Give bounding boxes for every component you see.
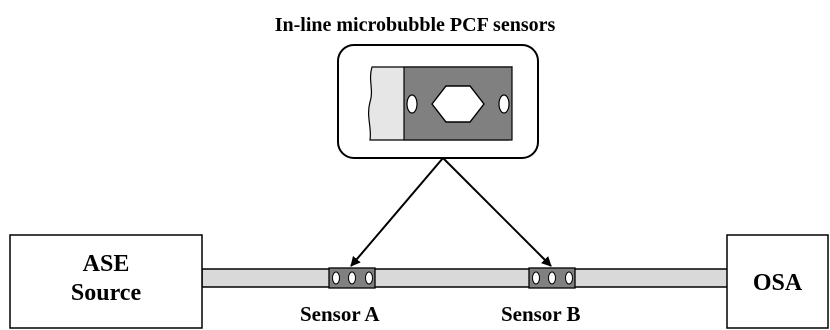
diagram-title: In-line microbubble PCF sensors [274,14,556,36]
sensor-b-element [528,267,576,289]
inset-microbubble [431,85,485,123]
arrow-to-sensor-b [442,157,552,267]
inset-right-hole [498,94,510,114]
sensor-b-label: Sensor B [501,302,581,326]
sensor-a-element [328,267,376,289]
sensor-inset [337,44,539,159]
ase-source-line2: Source [70,279,142,306]
inset-left-hole [406,94,418,114]
osa-label: OSA [752,270,803,296]
sensor-a-label: Sensor A [300,302,380,326]
arrow-to-sensor-a [350,157,444,267]
ase-source-label: ASE Source [10,250,202,308]
fiber-line [201,268,729,288]
osa-box [726,234,829,329]
ase-source-box [9,234,203,329]
ase-source-line1: ASE [82,251,130,277]
